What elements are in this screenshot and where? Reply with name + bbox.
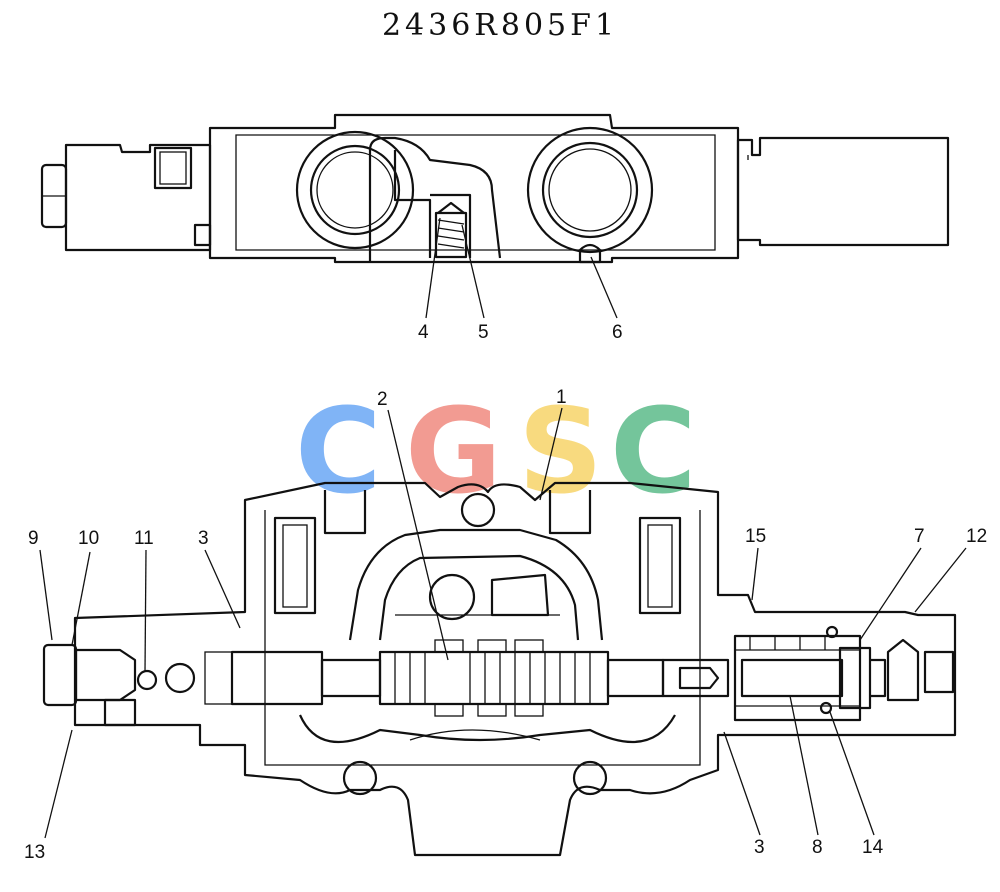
callout-15: 15 — [745, 526, 766, 547]
leader-11 — [144, 549, 147, 673]
callout-11: 11 — [134, 528, 154, 549]
leader-14 — [829, 711, 875, 836]
leader-3-right — [723, 731, 761, 836]
callout-12: 12 — [966, 526, 987, 547]
leader-5 — [461, 224, 485, 319]
leader-6 — [590, 256, 618, 319]
callout-13: 13 — [24, 842, 45, 863]
leader-2 — [387, 409, 449, 661]
callout-1: 1 — [556, 387, 567, 408]
callout-14: 14 — [862, 837, 884, 858]
leader-9 — [39, 549, 53, 641]
callout-4: 4 — [418, 322, 429, 343]
section-view-leaders — [39, 407, 967, 839]
callout-6: 6 — [612, 322, 623, 343]
callout-2: 2 — [377, 389, 388, 410]
watermark-letter-g: G — [405, 382, 502, 520]
leader-1 — [539, 407, 563, 501]
callout-10: 10 — [78, 528, 99, 549]
leader-15 — [751, 547, 759, 601]
leader-12 — [914, 547, 967, 613]
callout-9: 9 — [28, 528, 39, 549]
leader-3-left — [204, 549, 241, 629]
watermark-letter-c1: C — [295, 382, 382, 520]
leader-13 — [44, 729, 73, 839]
callout-3-left: 3 — [198, 528, 209, 549]
callout-8: 8 — [812, 837, 823, 858]
leader-8 — [789, 695, 819, 836]
leader-7 — [859, 547, 922, 641]
callout-5: 5 — [478, 322, 489, 343]
section-view-valve — [42, 481, 957, 857]
callout-3-right: 3 — [754, 837, 765, 858]
cgsc-watermark: C G S C — [295, 382, 697, 520]
top-view-leaders — [425, 217, 618, 319]
part-number-title: 2436R805F1 — [381, 8, 619, 43]
leader-4 — [425, 217, 441, 319]
leader-10 — [71, 551, 91, 646]
callout-7: 7 — [914, 526, 925, 547]
watermark-letter-c2: C — [610, 382, 697, 520]
top-view-valve — [40, 113, 950, 264]
